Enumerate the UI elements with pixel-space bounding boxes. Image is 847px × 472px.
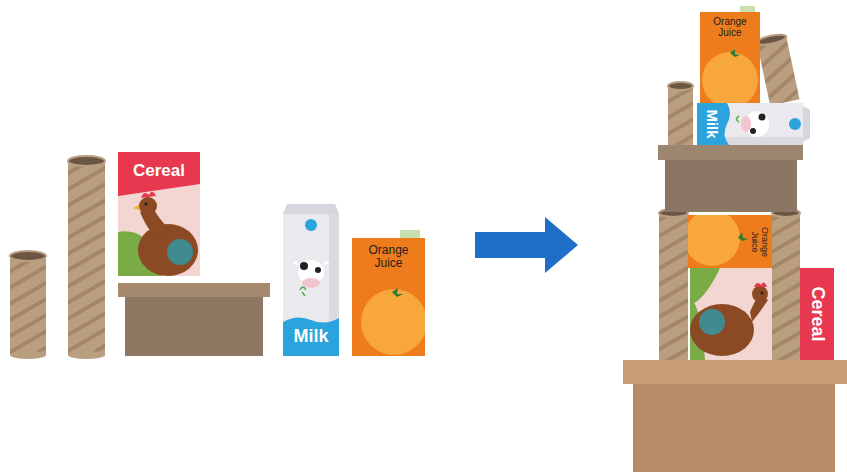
label-text: Orange Juice	[363, 244, 415, 270]
base-box	[633, 384, 835, 472]
cereal-box	[118, 152, 200, 276]
juice-carton-top	[700, 6, 760, 108]
juice-carton	[352, 230, 427, 356]
product-label: Milk	[283, 318, 339, 356]
milk-carton	[292, 261, 330, 266]
right-pillar-tube	[772, 209, 800, 360]
milk-carton	[283, 214, 339, 356]
milk-carton	[305, 219, 317, 231]
milk-carton	[305, 271, 308, 274]
juice-carton	[392, 288, 403, 297]
cereal-box-side	[800, 268, 834, 360]
tall-tube	[68, 351, 105, 359]
base-box	[623, 360, 847, 472]
cereal-box-front	[699, 309, 725, 335]
tilted-tube	[756, 33, 787, 47]
small-box-shelf	[665, 160, 797, 212]
short-tube	[10, 251, 46, 261]
small-box-shelf	[658, 145, 803, 160]
small-box-shelf	[658, 145, 803, 212]
cardboard-box	[118, 283, 270, 356]
juice-carton	[400, 230, 420, 239]
milk-carton	[283, 204, 339, 214]
left-pillar-tube	[659, 212, 688, 360]
tall-tube	[68, 156, 105, 166]
transform-arrow	[475, 217, 578, 273]
tall-tube	[68, 160, 105, 355]
milk-carton-lying	[803, 106, 810, 142]
milk-carton-lying	[750, 128, 756, 134]
label-text: Cereal	[118, 162, 200, 181]
cereal-box-front	[690, 268, 720, 305]
juice-carton-top	[702, 52, 758, 103]
short-tube	[10, 251, 46, 359]
juice-carton-top	[702, 52, 758, 103]
cereal-box	[144, 202, 147, 205]
milk-carton-lying	[789, 118, 801, 130]
label-text: Orange Juice	[749, 222, 769, 262]
cereal-box	[141, 192, 156, 198]
juice-carton	[361, 289, 425, 355]
cereal-box-front	[754, 282, 767, 287]
cereal-box-front	[752, 286, 768, 302]
cardboard-box	[125, 297, 263, 356]
right-pillar-tube	[772, 212, 800, 360]
cereal-box	[139, 197, 157, 215]
short-tube	[10, 351, 46, 359]
milk-carton-lying	[741, 116, 751, 132]
label-text: Orange Juice	[708, 16, 752, 38]
product-label: Milk	[697, 103, 727, 145]
juice-carton-lying	[688, 215, 740, 266]
cereal-box-front	[761, 292, 764, 295]
cereal-box	[138, 224, 198, 276]
milk-carton-lying	[697, 103, 803, 145]
product-label: Cereal	[118, 152, 200, 190]
base-box	[623, 360, 847, 384]
product-label: Cereal	[800, 268, 834, 360]
juice-carton-lying	[688, 215, 740, 266]
short-tube	[10, 255, 46, 355]
label-text: Cereal	[807, 270, 827, 358]
short-tube-top	[668, 82, 693, 90]
cereal-box-front	[690, 268, 772, 360]
milk-carton	[283, 204, 339, 356]
cereal-box	[133, 205, 139, 210]
milk-carton	[300, 262, 308, 270]
product-label: Orange Juice	[746, 215, 772, 268]
milk-carton-lying	[697, 103, 730, 145]
product-label: Orange Juice	[352, 240, 425, 274]
product-label: Orange Juice	[700, 12, 760, 42]
cardboard-box	[118, 283, 270, 297]
juice-carton-top	[730, 49, 740, 57]
cereal-box	[167, 239, 193, 265]
milk-carton-lying	[737, 116, 740, 122]
cereal-box-front	[690, 304, 754, 356]
cereal-box	[118, 184, 200, 276]
milk-carton-lying	[759, 114, 766, 121]
short-tube-top	[668, 85, 693, 145]
juice-carton-lying	[684, 210, 772, 268]
milk-carton	[302, 278, 320, 288]
juice-carton-lying	[738, 232, 748, 241]
tall-tube	[68, 156, 105, 359]
left-pillar-tube	[659, 209, 688, 360]
milk-carton-lying	[697, 103, 810, 145]
short-tube-top	[668, 82, 693, 145]
juice-carton	[361, 289, 425, 355]
milk-carton	[315, 267, 321, 273]
tilted-tube	[757, 36, 800, 106]
cereal-box	[118, 152, 200, 276]
tilted-tube	[756, 33, 799, 106]
juice-carton-top	[740, 6, 755, 13]
milk-carton	[283, 317, 339, 356]
label-text: Milk	[704, 103, 721, 145]
label-text: Milk	[283, 327, 339, 347]
milk-carton	[300, 287, 306, 296]
cereal-box-front	[690, 268, 772, 360]
